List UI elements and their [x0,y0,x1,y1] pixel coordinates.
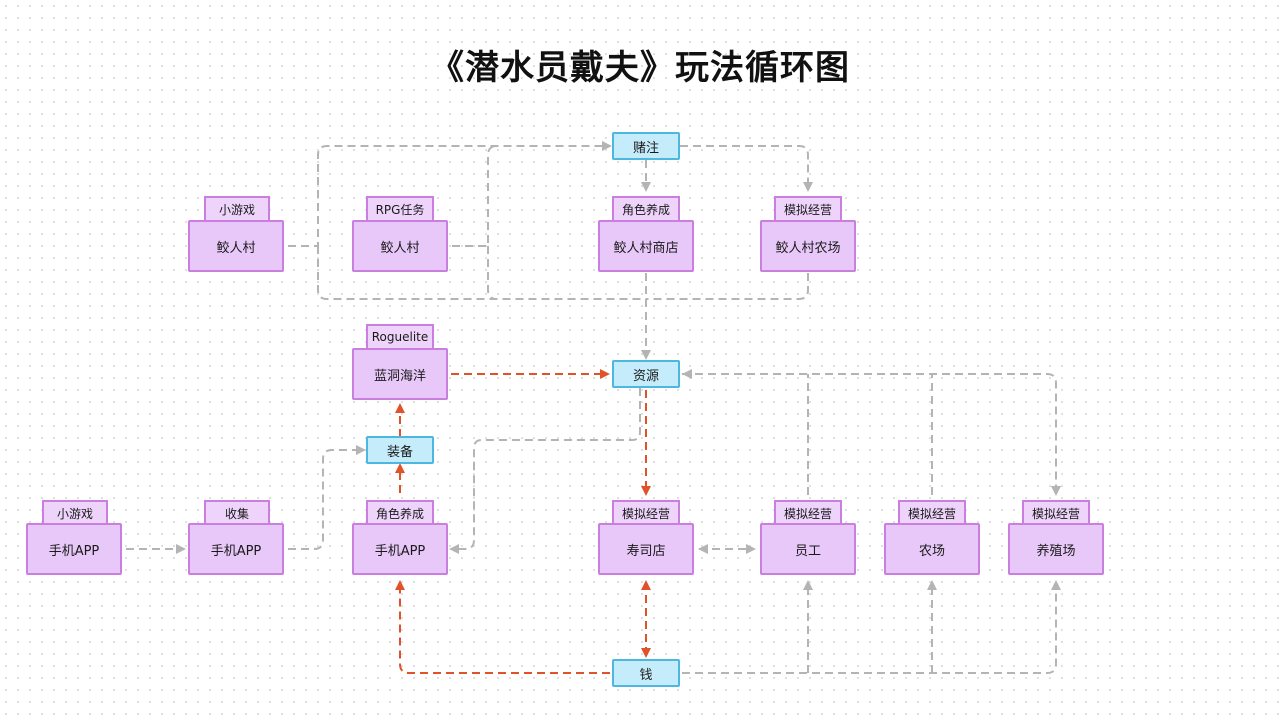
node-village-rpg: 鲛人村 [352,220,448,272]
node-phone-minigame: 手机APP [26,523,122,575]
hub-bet: 赌注 [612,132,680,160]
node-village-farm: 鲛人村农场 [760,220,856,272]
edge-village-minigame-to-resource [317,246,646,300]
arrowhead-sushi [698,544,708,554]
hub-resource: 资源 [612,360,680,388]
node-blue-hole: 蓝洞海洋 [352,348,448,400]
node-staff: 员工 [760,523,856,575]
tag-village-rpg: RPG任务 [366,196,434,220]
tag-farm: 模拟经营 [898,500,966,524]
edge-resource-to-phone-growth [449,388,641,554]
tag-village-farm: 模拟经营 [774,196,842,220]
hub-equipment: 装备 [366,436,434,464]
edge-phone-collect-to-equipment [288,445,366,550]
edge-money-to-breeding [682,580,1061,674]
diagram-title: 《潜水员戴夫》玩法循环图 [430,48,850,88]
edge-village-farm-to-resource [646,273,809,300]
node-village-minigame: 鲛人村 [188,220,284,272]
hub-money: 钱 [612,659,680,687]
tag-phone-minigame: 小游戏 [42,500,108,524]
node-sushi: 寿司店 [598,523,694,575]
tag-phone-collect: 收集 [204,500,270,524]
edge-village-minigame-to-bet [288,141,612,247]
tag-breeding: 模拟经营 [1022,500,1090,524]
node-breeding: 养殖场 [1008,523,1104,575]
edge-village-rpg-to-bet [452,145,498,247]
node-farm: 农场 [884,523,980,575]
edge-resource-to-breeding [682,373,1061,496]
tag-village-minigame: 小游戏 [204,196,270,220]
tag-sushi: 模拟经营 [612,500,680,524]
arrowhead-resource-right [682,369,692,379]
tag-blue-hole: Roguelite [366,324,434,348]
node-phone-growth: 手机APP [352,523,448,575]
node-village-shop: 鲛人村商店 [598,220,694,272]
tag-staff: 模拟经营 [774,500,842,524]
edge-village-rpg-to-resource [487,246,498,300]
tag-phone-growth: 角色养成 [366,500,434,524]
tag-village-shop: 角色养成 [612,196,680,220]
node-phone-collect: 手机APP [188,523,284,575]
edge-money-to-phone-growth [395,580,610,674]
edge-bet-to-village-farm [680,145,813,192]
